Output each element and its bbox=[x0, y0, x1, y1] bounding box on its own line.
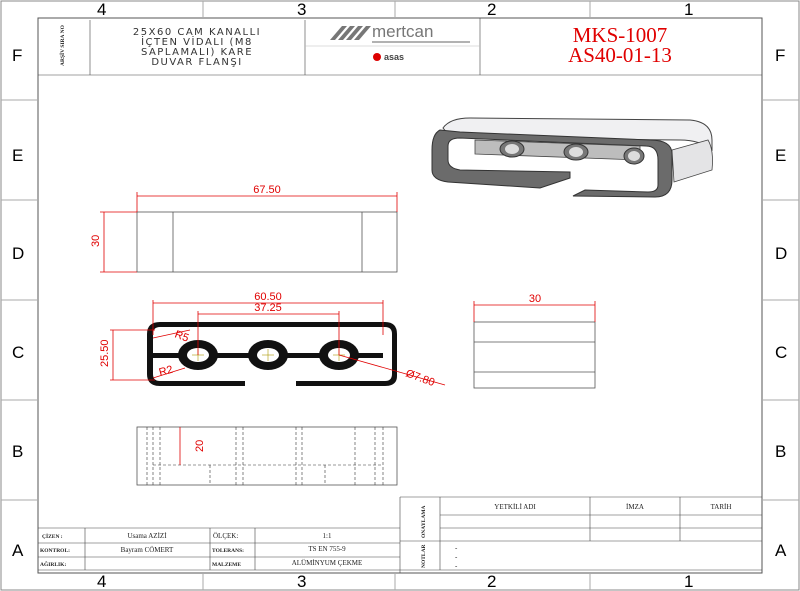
dim-top-height: 30 bbox=[90, 235, 102, 247]
weight-label: AĞIRLIK: bbox=[40, 560, 66, 568]
dim-radius-inner: R2 bbox=[158, 364, 175, 379]
authorized-header: YETKİLİ ADI bbox=[494, 503, 536, 511]
zone-row-a: A bbox=[775, 541, 787, 560]
scale-value: 1:1 bbox=[323, 532, 332, 540]
dim-front-outer: 60.50 bbox=[254, 291, 282, 303]
signature-header: İMZA bbox=[626, 503, 644, 511]
zone-rows-right: F E D C B A bbox=[775, 46, 787, 560]
date-header: TARİH bbox=[711, 503, 732, 511]
material-value: ALÜMİNYUM ÇEKME bbox=[292, 559, 363, 567]
drawn-value: Usama AZİZİ bbox=[127, 532, 167, 540]
asas-logo: asas bbox=[373, 52, 404, 62]
dim-bottom-depth: 20 bbox=[194, 440, 206, 452]
logo-main-text: mertcan bbox=[372, 22, 433, 41]
title-line-2: İÇTEN VİDALI (M8 bbox=[141, 35, 253, 48]
top-view: 67.50 30 bbox=[90, 184, 398, 273]
reference-code: AS40-01-13 bbox=[568, 43, 672, 67]
zone-row-a: A bbox=[12, 541, 24, 560]
zone-row-d: D bbox=[12, 244, 24, 263]
isometric-view bbox=[431, 117, 713, 198]
approval-label: ONAYLAMA bbox=[421, 505, 427, 538]
archive-label: ARŞİV SIRA NO bbox=[59, 24, 66, 66]
zone-row-c: C bbox=[775, 343, 787, 362]
zone-col-1-top: 1 bbox=[684, 0, 693, 19]
title-line-1: 25X60 CAM KANALLI bbox=[133, 27, 261, 38]
zone-col-3-top: 3 bbox=[297, 0, 306, 19]
material-label: MALZEME bbox=[212, 562, 241, 568]
title-block: ÇİZEN : Usama AZİZİ ÖLÇEK: 1:1 KONTROL: … bbox=[38, 496, 762, 573]
bottom-view: 20 bbox=[136, 426, 398, 486]
mertcan-logo: mertcan bbox=[330, 22, 470, 43]
dim-hole-spacing: 37.25 bbox=[254, 302, 282, 314]
zone-col-4-top: 4 bbox=[97, 0, 106, 19]
note-2: - bbox=[455, 553, 458, 561]
header-block: ARŞİV SIRA NO 25X60 CAM KANALLI İÇTEN Vİ… bbox=[38, 18, 762, 76]
inner-border bbox=[37, 17, 763, 574]
checked-label: KONTROL: bbox=[40, 548, 70, 554]
zone-row-b: B bbox=[12, 442, 23, 461]
logo-secondary-text: asas bbox=[384, 52, 404, 62]
zone-row-f: F bbox=[775, 46, 785, 65]
zone-col-3-bottom: 3 bbox=[297, 572, 306, 591]
title-line-4: DUVAR FLANŞI bbox=[151, 57, 242, 68]
front-view: 60.50 37.25 25.50 R5 R2 Ø7.80 bbox=[99, 291, 446, 390]
note-1: - bbox=[455, 544, 458, 552]
zone-col-2-top: 2 bbox=[487, 0, 496, 19]
drawn-label: ÇİZEN : bbox=[42, 533, 63, 540]
zone-row-b: B bbox=[775, 442, 786, 461]
dim-top-width: 67.50 bbox=[253, 184, 281, 196]
scale-label: ÖLÇEK: bbox=[213, 532, 238, 540]
zone-row-e: E bbox=[12, 146, 23, 165]
dim-radius-outer: R5 bbox=[173, 329, 190, 345]
zone-col-2-bottom: 2 bbox=[487, 572, 496, 591]
dim-hole-diameter: Ø7.80 bbox=[404, 368, 436, 390]
note-3: - bbox=[455, 562, 458, 570]
checked-value: Bayram CÖMERT bbox=[121, 546, 174, 554]
notes-label: NOTLAR bbox=[421, 543, 427, 568]
zone-col-4-bottom: 4 bbox=[97, 572, 106, 591]
zone-row-d: D bbox=[775, 244, 787, 263]
title-line-3: SAPLAMALI) KARE bbox=[141, 47, 253, 58]
zone-row-e: E bbox=[775, 146, 786, 165]
zone-rows-left: F E D C B A bbox=[12, 46, 24, 560]
zone-col-1-bottom: 1 bbox=[684, 572, 693, 591]
zone-row-c: C bbox=[12, 343, 24, 362]
dim-side-width: 30 bbox=[529, 293, 541, 305]
part-code: MKS-1007 bbox=[573, 23, 668, 47]
dim-front-height: 25.50 bbox=[99, 339, 111, 367]
side-view: 30 bbox=[473, 293, 596, 389]
zone-row-f: F bbox=[12, 46, 22, 65]
tolerance-label: TOLERANS: bbox=[212, 548, 244, 554]
tolerance-value: TS EN 755-9 bbox=[308, 545, 346, 553]
